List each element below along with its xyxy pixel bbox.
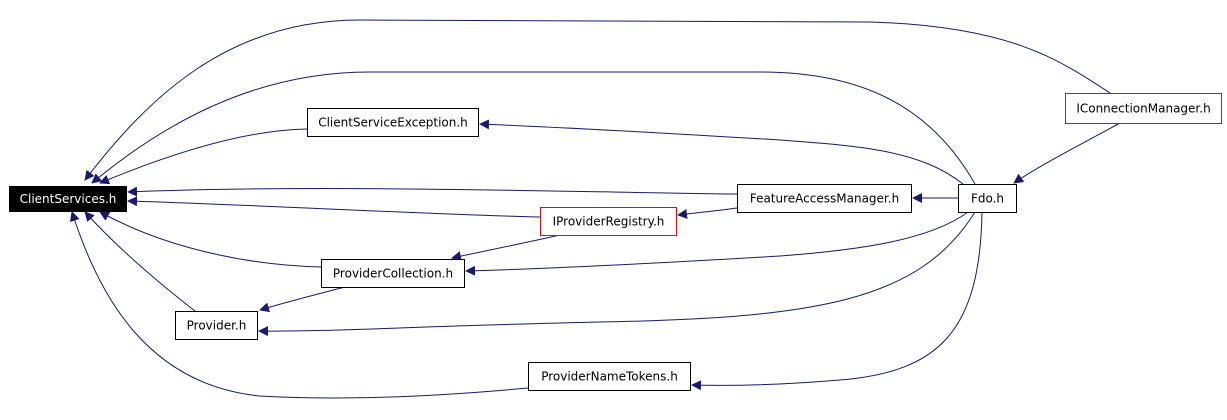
node-label: ClientServiceException.h (318, 116, 468, 130)
edge-providercollection-to-provider (259, 286, 346, 313)
edge-clientserviceexception-to-clientservices (99, 128, 308, 185)
node-box (321, 259, 465, 288)
edge-fdo-to-provider (258, 211, 976, 337)
edge-iconnectionmanager-to-clientservices (84, 19, 1111, 181)
edge-featureaccessmanager-to-clientservices (127, 186, 738, 197)
edge-fdo-to-clientservices (91, 71, 976, 185)
node-box (175, 311, 258, 340)
node-featureaccessmanager[interactable]: FeatureAccessManager.h (737, 184, 912, 213)
node-label: IConnectionManager.h (1076, 102, 1210, 116)
node-providercollection[interactable]: ProviderCollection.h (321, 259, 465, 288)
node-fdo[interactable]: Fdo.h (958, 184, 1017, 213)
node-label: ProviderNameTokens.h (541, 370, 678, 384)
nodes-layer: ClientServices.h ClientServiceException.h… (9, 93, 1222, 391)
node-box (528, 362, 691, 391)
node-label: ClientServices.h (20, 192, 117, 206)
node-box (1065, 93, 1222, 124)
node-clientservices[interactable]: ClientServices.h (9, 186, 127, 212)
node-box (9, 186, 127, 212)
node-box (307, 108, 479, 137)
node-iproviderregistry[interactable]: IProviderRegistry.h (540, 207, 677, 236)
node-provider[interactable]: Provider.h (175, 311, 258, 340)
edge-providernametokens-to-clientservices (69, 211, 529, 399)
node-label: FeatureAccessManager.h (750, 192, 899, 206)
edges-layer (69, 19, 1121, 399)
node-label: ProviderCollection.h (333, 267, 453, 281)
edge-providercollection-to-clientservices (99, 211, 322, 268)
node-providernametokens[interactable]: ProviderNameTokens.h (528, 362, 691, 391)
edge-provider-to-clientservices (84, 211, 196, 312)
node-label: IProviderRegistry.h (553, 215, 665, 229)
node-label: Fdo.h (971, 192, 1004, 206)
edge-fdo-to-providercollection (465, 211, 969, 276)
edge-fdo-to-providernametokens (691, 211, 983, 391)
edge-iproviderregistry-to-providercollection (451, 234, 561, 262)
edge-featureaccessmanager-to-iproviderregistry (677, 207, 738, 219)
node-box (958, 184, 1017, 213)
edge-iproviderregistry-to-clientservices (127, 196, 541, 218)
node-iconnectionmanager[interactable]: IConnectionManager.h (1065, 93, 1222, 124)
edge-fdo-to-clientserviceexception (479, 119, 964, 185)
node-label: Provider.h (187, 319, 247, 333)
node-clientserviceexception[interactable]: ClientServiceException.h (307, 108, 479, 137)
node-box (540, 207, 677, 236)
edge-iconnectionmanager-to-fdo (1013, 122, 1121, 184)
node-box (737, 184, 912, 213)
